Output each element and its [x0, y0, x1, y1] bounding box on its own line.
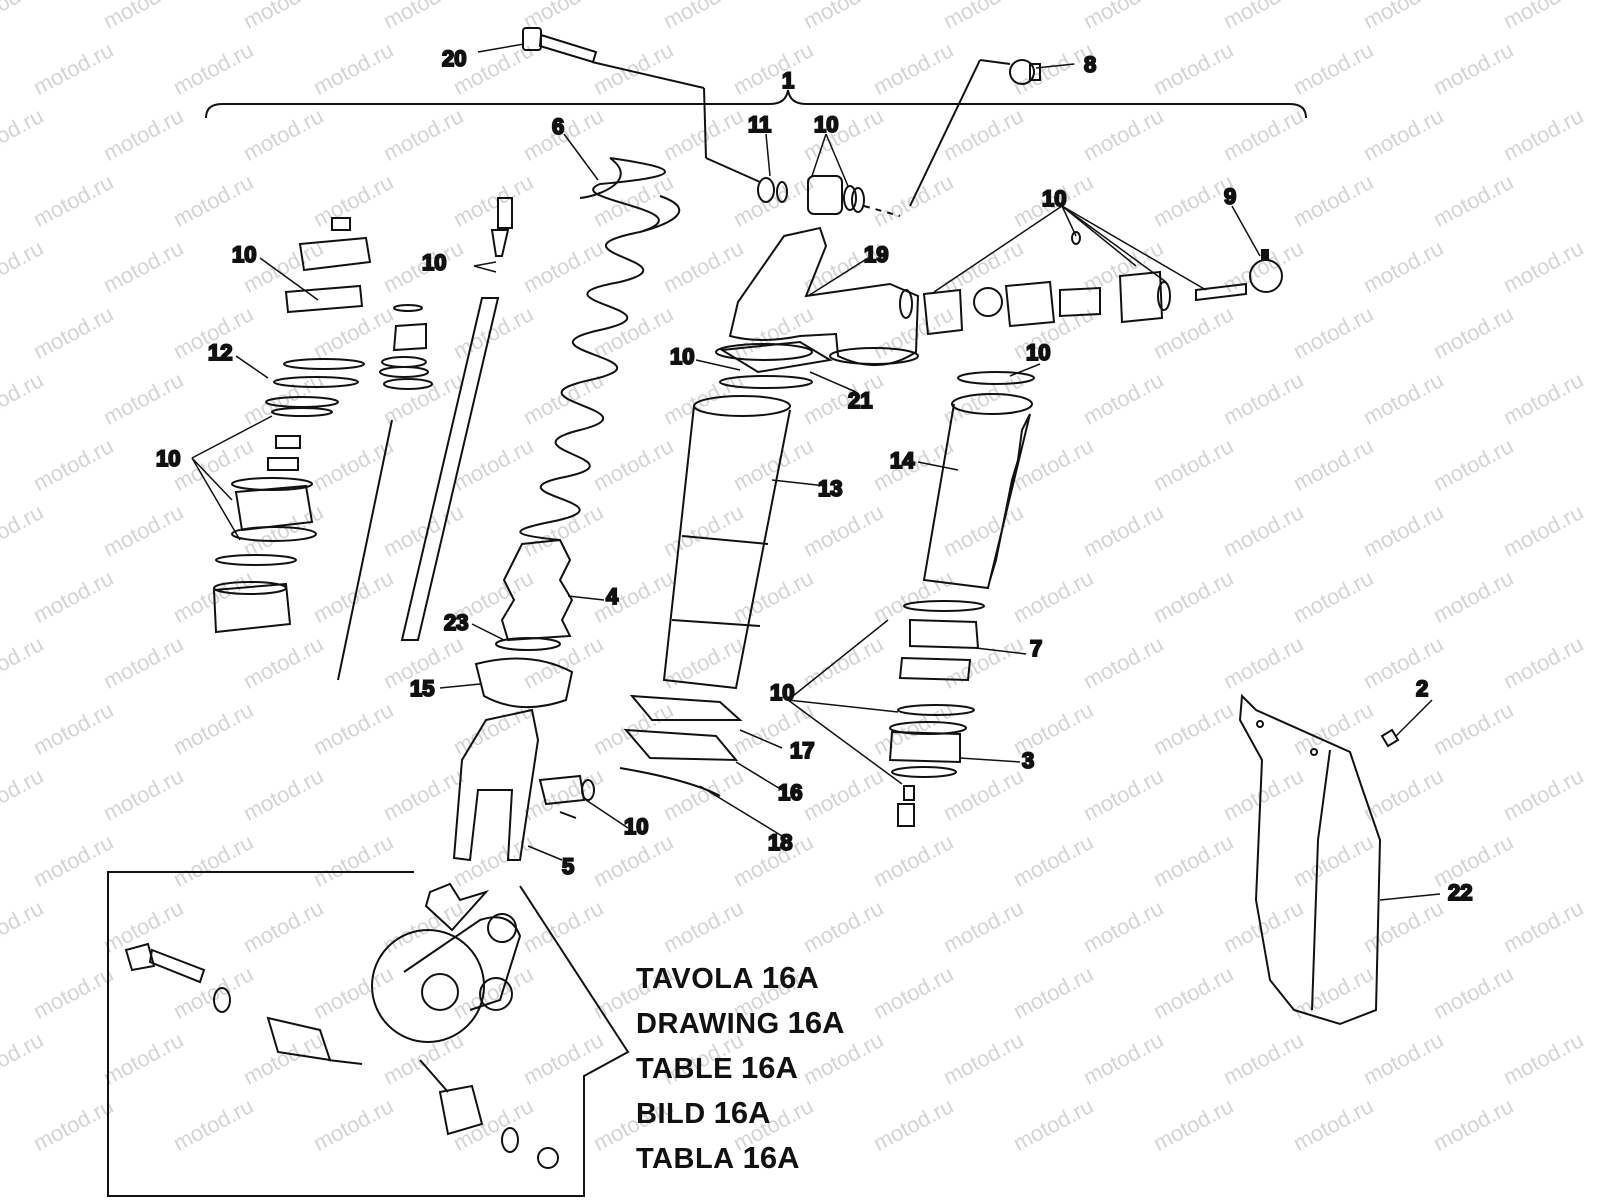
callout-12: 12: [208, 340, 232, 365]
part-7-part-3-stack: [888, 600, 985, 827]
leader-lines: [191, 43, 1441, 901]
callout-5: 5: [562, 854, 574, 879]
left-seal-stack: [212, 217, 372, 634]
part-21-ring: [718, 340, 833, 374]
callout-20: 20: [442, 46, 466, 71]
part-23-washer: [495, 637, 561, 651]
caption-word: TAVOLA: [636, 963, 754, 995]
callout-10-left-top: 10: [232, 242, 256, 267]
assembly-brace: [205, 89, 1307, 119]
callout-18: 18: [768, 830, 792, 855]
part-20-bolt: [522, 27, 761, 183]
part-19-head: [715, 226, 920, 366]
callout-3: 3: [1022, 748, 1034, 773]
callout-10-lower: 10: [770, 680, 794, 705]
callout-10-boot: 10: [1026, 340, 1050, 365]
detail-linkage: [124, 882, 559, 1169]
detail-inset-frame: [107, 871, 630, 1197]
callout-15: 15: [410, 676, 434, 701]
callout-8: 8: [1084, 52, 1096, 77]
caption-word: DRAWING: [636, 1008, 780, 1040]
callout-4: 4: [606, 584, 619, 609]
part-22-mudguard: [1238, 693, 1400, 1026]
part-11-bushing-group: [757, 175, 901, 217]
caption-number: 16A: [713, 1095, 771, 1130]
part-13-shock-body: [662, 395, 791, 690]
caption-number: 16A: [742, 1140, 800, 1175]
callout-10-top: 10: [814, 112, 838, 137]
part-5-clevis: [452, 708, 540, 862]
caption-number: 16A: [741, 1050, 798, 1085]
part-14-boot: [922, 371, 1035, 590]
callout-2: 2: [1416, 676, 1428, 701]
callout-11: 11: [748, 112, 771, 137]
callout-17: 17: [790, 738, 814, 763]
part-8-nut: [909, 59, 1041, 207]
caption-word: BILD: [636, 1098, 706, 1130]
part-9-adjuster-stack: [899, 231, 1283, 336]
part-10-clevis-pin: [538, 774, 595, 819]
callout-14: 14: [890, 448, 915, 473]
callout-9: 9: [1224, 184, 1236, 209]
part-10-oring-a: [719, 375, 813, 389]
callout-10-rod: 10: [422, 250, 446, 275]
callout-10-left-mid: 10: [156, 446, 180, 471]
callout-10-adjuster: 10: [1042, 186, 1066, 211]
callout-7: 7: [1030, 636, 1042, 661]
callout-10-head: 10: [670, 344, 694, 369]
callout-22: 22: [1448, 880, 1472, 905]
caption-number: 16A: [761, 960, 819, 995]
part-4-bump-stop: [500, 538, 574, 642]
callout-19: 19: [864, 242, 888, 267]
callout-23: 23: [444, 610, 468, 635]
callout-10-pin: 10: [624, 814, 648, 839]
callout-1: 1: [782, 68, 794, 93]
callout-21: 21: [848, 388, 872, 413]
caption-word: TABLA: [636, 1143, 735, 1175]
callout-13: 13: [818, 476, 842, 501]
part-15-spring-seat: [474, 657, 574, 709]
callout-6: 6: [552, 114, 564, 139]
part-6-spring: [519, 157, 681, 541]
part-17-16-18-rings: [619, 694, 743, 797]
caption-number: 16A: [787, 1005, 845, 1040]
piston-rod: [337, 197, 513, 681]
callout-16: 16: [778, 780, 802, 805]
caption-word: TABLE: [636, 1053, 734, 1085]
